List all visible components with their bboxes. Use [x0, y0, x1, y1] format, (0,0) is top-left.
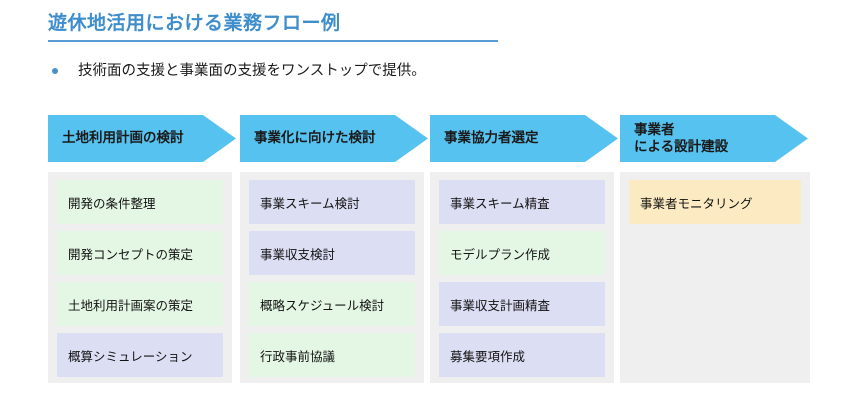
flow-task-panel-2: 事業スキーム検討 事業収支検討 概略スケジュール検討 行政事前協議 [240, 172, 424, 383]
flow-stage-label-2: 事業化に向けた検討 [254, 130, 376, 146]
flow-task-panel-3: 事業スキーム精査 モデルプラン作成 事業収支計画精査 募集要項作成 [430, 172, 614, 383]
flow-stage-label-4: 事業者 による設計建設 [634, 121, 729, 154]
task-item[interactable]: 開発コンセプトの策定 [57, 231, 223, 275]
flow-column-1: 土地利用計画の検討 開発の条件整理 開発コンセプトの策定 土地利用計画案の策定 … [48, 115, 236, 383]
flow-task-panel-1: 開発の条件整理 開発コンセプトの策定 土地利用計画案の策定 概算シミュレーション [48, 172, 232, 383]
flow-stage-arrow-1[interactable]: 土地利用計画の検討 [48, 115, 236, 162]
task-item[interactable]: 事業収支検討 [249, 231, 415, 275]
process-flow-diagram: 土地利用計画の検討 開発の条件整理 開発コンセプトの策定 土地利用計画案の策定 … [48, 115, 810, 385]
task-item[interactable]: 開発の条件整理 [57, 180, 223, 224]
flow-column-4: 事業者 による設計建設 事業者モニタリング [620, 115, 810, 383]
flow-column-2: 事業化に向けた検討 事業スキーム検討 事業収支検討 概略スケジュール検討 行政事… [240, 115, 428, 383]
task-item[interactable]: 土地利用計画案の策定 [57, 282, 223, 326]
flow-task-panel-4: 事業者モニタリング [620, 172, 810, 383]
flow-stage-arrow-4[interactable]: 事業者 による設計建設 [620, 115, 808, 162]
task-item[interactable]: 概算シミュレーション [57, 333, 223, 377]
task-item[interactable]: 事業収支計画精査 [439, 282, 605, 326]
task-item[interactable]: モデルプラン作成 [439, 231, 605, 275]
flow-column-3: 事業協力者選定 事業スキーム精査 モデルプラン作成 事業収支計画精査 募集要項作… [430, 115, 618, 383]
bullet-dot-icon [52, 68, 58, 74]
task-item[interactable]: 概略スケジュール検討 [249, 282, 415, 326]
task-item[interactable]: 事業者モニタリング [629, 180, 801, 224]
bullet-row: 技術面の支援と事業面の支援をワンストップで提供。 [52, 60, 426, 82]
task-item[interactable]: 事業スキーム精査 [439, 180, 605, 224]
task-item[interactable]: 募集要項作成 [439, 333, 605, 377]
title-underline-divider [48, 40, 498, 42]
flow-stage-label-1: 土地利用計画の検討 [62, 130, 184, 146]
task-item[interactable]: 事業スキーム検討 [249, 180, 415, 224]
flow-stage-arrow-3[interactable]: 事業協力者選定 [430, 115, 618, 162]
flow-stage-label-3: 事業協力者選定 [444, 130, 539, 146]
page-title: 遊休地活用における業務フロー例 [48, 13, 341, 34]
task-item[interactable]: 行政事前協議 [249, 333, 415, 377]
flow-stage-arrow-2[interactable]: 事業化に向けた検討 [240, 115, 428, 162]
bullet-text: 技術面の支援と事業面の支援をワンストップで提供。 [78, 62, 426, 79]
